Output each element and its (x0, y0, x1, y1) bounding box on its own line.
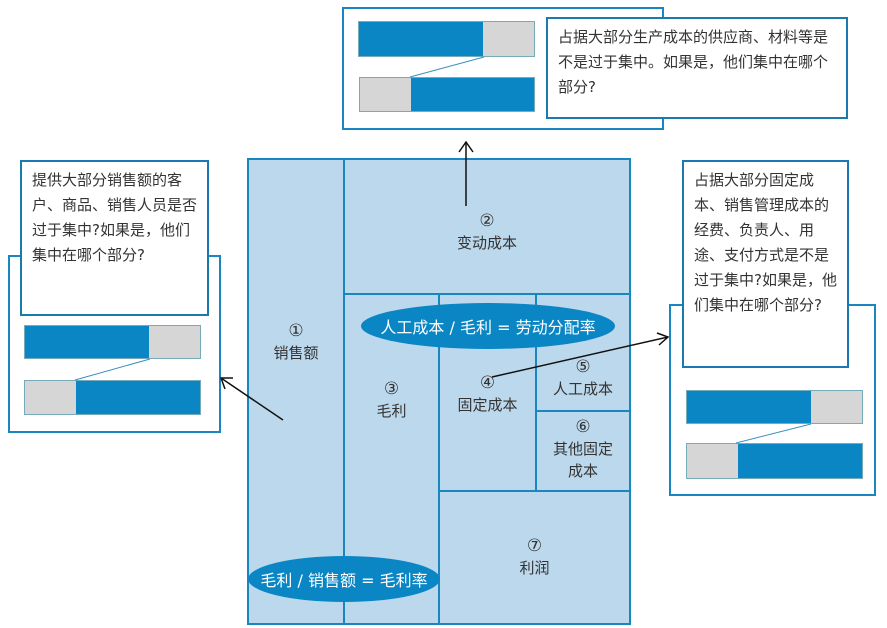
cell-profit (438, 490, 631, 625)
left-bar-1 (24, 325, 201, 359)
cell-variable-cost (343, 158, 631, 295)
top-bar-1 (358, 21, 535, 57)
top-bar-2 (359, 77, 535, 112)
top-callout-text: 占据大部分生产成本的供应商、材料等是不是过于集中。如果是，他们集中在哪个部分? (546, 17, 848, 119)
right-bar-2 (686, 443, 863, 479)
right-callout-text: 占据大部分固定成本、销售管理成本的经费、负责人、用途、支付方式是不是过于集中?如… (682, 160, 849, 368)
left-callout-text: 提供大部分销售额的客户、商品、销售人员是否过于集中?如果是，他们集中在哪个部分? (20, 160, 209, 316)
right-bar-link (735, 423, 812, 444)
right-bar-1 (686, 390, 863, 424)
cell-sales (247, 158, 345, 625)
left-bar-link (74, 358, 151, 381)
arrow-right (491, 336, 669, 378)
top-bar-link (409, 56, 485, 78)
arrow-left (220, 377, 284, 421)
formula-labor-share: 人工成本 / 毛利 = 劳动分配率 (361, 303, 615, 349)
formula-gross-margin: 毛利 / 销售额 = 毛利率 (248, 556, 440, 602)
cell-other-fixed-cost (535, 410, 631, 492)
left-bar-2 (24, 380, 201, 415)
